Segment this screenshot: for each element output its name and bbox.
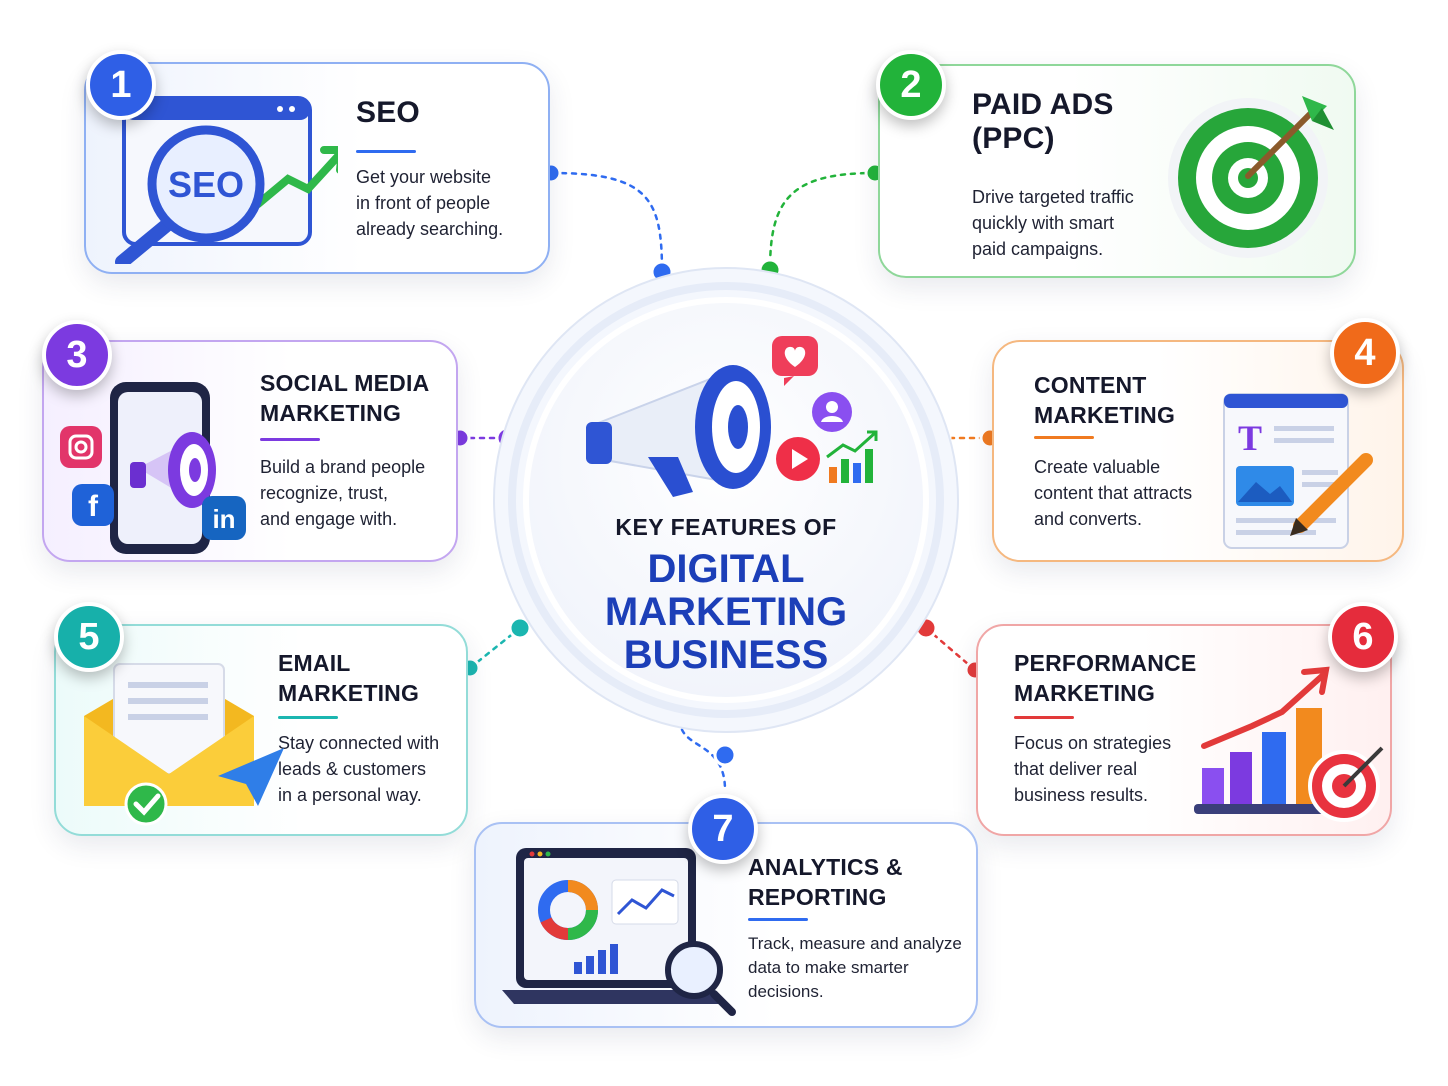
number-badge-2: 2 xyxy=(876,50,946,120)
number-badge-3: 3 xyxy=(42,320,112,390)
feature-card-ppc: PAID ADS (PPC) Drive targeted traffic qu… xyxy=(878,64,1356,278)
feature-title-ppc: PAID ADS (PPC) xyxy=(972,88,1114,155)
feature-desc-content: Create valuable content that attracts an… xyxy=(1034,457,1193,529)
number-badge-7: 7 xyxy=(688,794,758,864)
feature-desc-ppc: Drive targeted traffic quickly with smar… xyxy=(972,187,1134,259)
play-icon xyxy=(776,437,820,481)
title-underline-social xyxy=(260,438,320,441)
center-heading-line1: DIGITAL xyxy=(647,547,805,591)
bar-chart-target-icon xyxy=(1194,666,1384,822)
title-underline-performance xyxy=(1014,716,1074,719)
seo-illus-label: SEO xyxy=(168,164,244,205)
heart-icon xyxy=(772,336,818,386)
feature-card-email: EMAIL MARKETING Stay connected with lead… xyxy=(54,624,468,836)
feature-card-seo: SEO SEO Get your website in front of peo… xyxy=(84,62,550,274)
center-hub: KEY FEATURES OF DIGITAL MARKETING BUSINE… xyxy=(488,262,964,738)
feature-desc-social: Build a brand people recognize, trust, a… xyxy=(260,457,426,529)
facebook-icon xyxy=(72,484,114,526)
linkedin-letters: in xyxy=(212,504,235,534)
feature-card-analytics: ANALYTICS & REPORTING Track, measure and… xyxy=(474,822,978,1028)
feature-card-social: f in SOCIAL MEDIA MARKETING Build a bran… xyxy=(42,340,458,562)
number-badge-4: 4 xyxy=(1330,318,1400,388)
user-icon xyxy=(812,392,852,432)
number-badge-1: 1 xyxy=(86,50,156,120)
feature-desc-email: Stay connected with leads & customers in… xyxy=(278,733,440,805)
title-underline-seo xyxy=(356,150,416,153)
node-email-b xyxy=(508,616,532,640)
feature-desc-analytics: Track, measure and analyze data to make … xyxy=(748,934,962,1001)
center-heading-line3: BUSINESS xyxy=(623,633,829,677)
feature-desc-seo: Get your website in front of people alre… xyxy=(356,167,504,239)
target-icon xyxy=(1168,96,1334,258)
phone-megaphone-icon: f in xyxy=(60,382,246,554)
number-badge-6: 6 xyxy=(1328,602,1398,672)
feature-desc-performance: Focus on strategies that deliver real bu… xyxy=(1014,733,1172,805)
number-badge-5: 5 xyxy=(54,602,124,672)
center-heading-line2: MARKETING xyxy=(604,590,848,634)
feature-title-social: SOCIAL MEDIA MARKETING xyxy=(260,370,430,426)
title-underline-email xyxy=(278,716,338,719)
seo-magnifier-icon: SEO xyxy=(115,96,338,264)
envelope-icon xyxy=(84,663,284,826)
connector-ppc xyxy=(768,171,877,272)
connector-seo xyxy=(550,171,664,274)
feature-title-performance: PERFORMANCE MARKETING xyxy=(1014,650,1197,706)
feature-title-content: CONTENT MARKETING xyxy=(1034,372,1176,428)
facebook-letter: f xyxy=(88,490,99,523)
linkedin-icon xyxy=(202,496,246,540)
megaphone-icon xyxy=(586,365,771,497)
feature-title-analytics: ANALYTICS & REPORTING xyxy=(748,854,903,910)
doc-letter: T xyxy=(1238,418,1262,458)
feature-card-performance: PERFORMANCE MARKETING Focus on strategie… xyxy=(976,624,1392,836)
document-pencil-icon: T xyxy=(1223,393,1373,549)
node-analytics xyxy=(713,743,737,767)
growth-chart-icon xyxy=(826,430,878,483)
title-underline-analytics xyxy=(748,918,808,921)
title-underline-content xyxy=(1034,436,1094,439)
instagram-icon xyxy=(60,426,102,468)
feature-card-content: CONTENT MARKETING Create valuable conten… xyxy=(992,340,1404,562)
center-heading-small: KEY FEATURES OF xyxy=(615,514,837,540)
feature-title-seo: SEO xyxy=(356,96,420,129)
laptop-analytics-icon xyxy=(502,848,736,1016)
feature-title-email: EMAIL MARKETING xyxy=(278,650,420,706)
